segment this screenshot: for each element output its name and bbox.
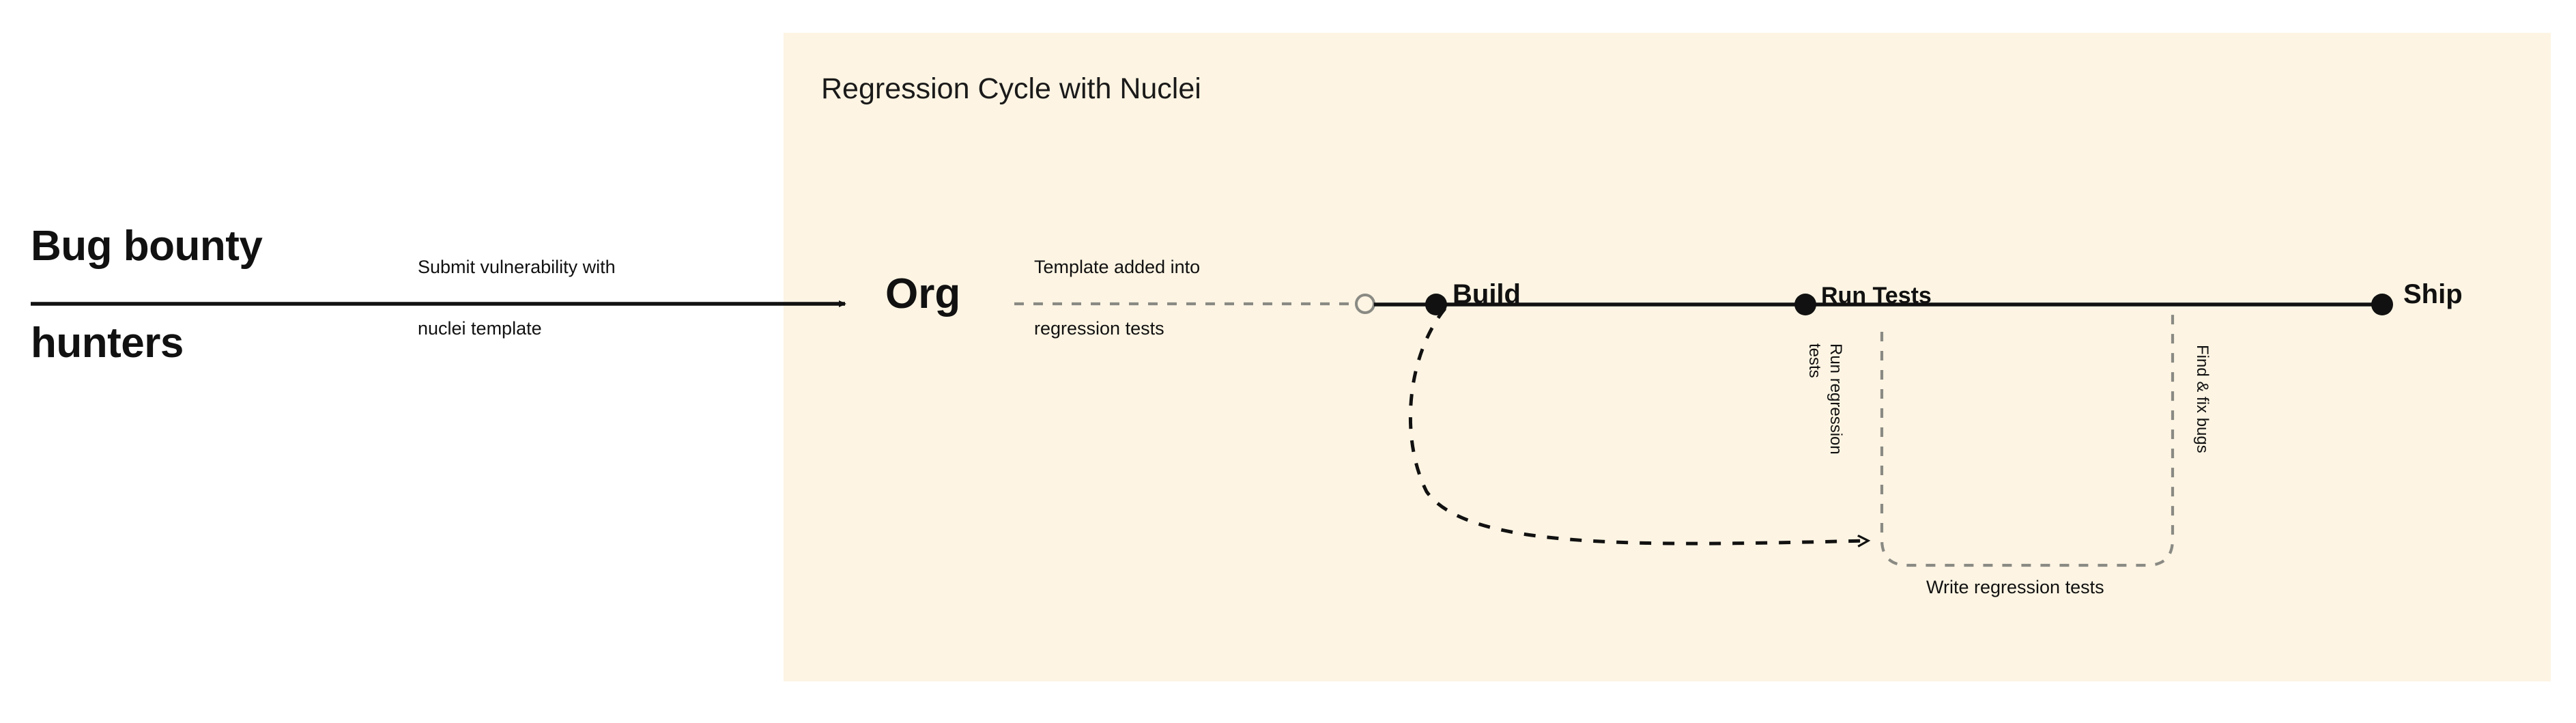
edge-regression-feedback-curve (1408, 307, 1867, 543)
annotation-run-regression-tests-line1: Run regression (1827, 343, 1845, 455)
panel-title: Regression Cycle with Nuclei (821, 72, 1201, 105)
regression-cycle-panel (784, 33, 2551, 681)
node-dot-ship (2371, 294, 2393, 315)
pipeline-start-circle-marker (1355, 294, 1375, 314)
annotation-find-and-fix-bugs: Find & fix bugs (2193, 345, 2212, 453)
write-regression-tests-bracket (1880, 307, 2175, 567)
node-dot-build (1425, 294, 1447, 315)
edge-label-submit-vulnerability-line1: Submit vulnerability with (418, 257, 616, 277)
actor-label-line2: hunters (31, 320, 184, 367)
node-label-ship: Ship (2403, 279, 2463, 309)
edge-label-submit-vulnerability-line2: nuclei template (418, 318, 542, 339)
annotation-run-regression-tests-line2: tests (1805, 343, 1824, 378)
edge-label-template-added-line1: Template added into (1034, 257, 1201, 277)
node-label-build: Build (1452, 279, 1521, 309)
node-dot-run-tests (1794, 294, 1816, 315)
annotation-write-regression-tests: Write regression tests (1926, 577, 2104, 597)
actor-label-line1: Bug bounty (31, 223, 263, 270)
node-label-run-tests: Run Tests (1821, 283, 1932, 309)
node-label-org: Org (885, 270, 961, 317)
edge-label-template-added-line2: regression tests (1034, 318, 1164, 339)
